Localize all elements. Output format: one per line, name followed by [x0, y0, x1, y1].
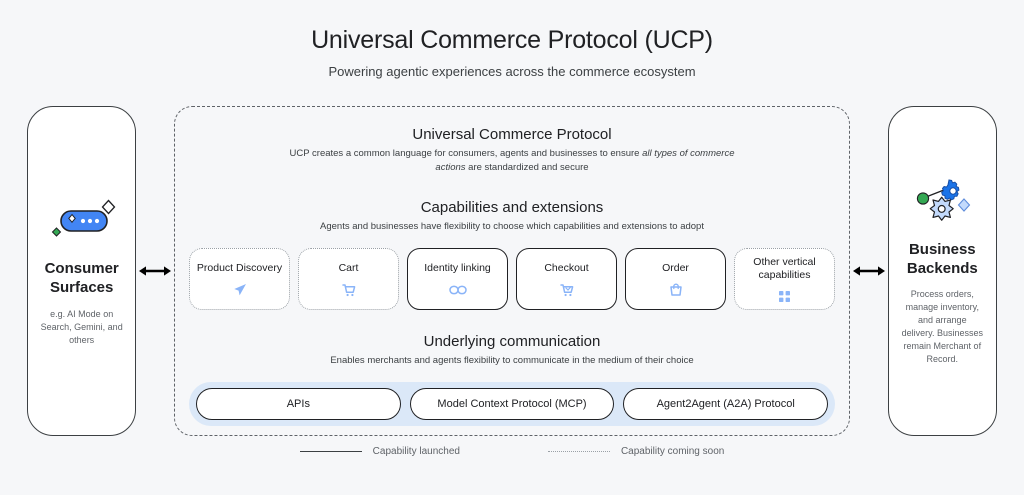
- communication-pill-apis[interactable]: APIs: [196, 387, 401, 420]
- gears-backend-icon: [909, 176, 975, 228]
- capability-card-label: Identity linking: [424, 262, 491, 275]
- capability-card-label: Other vertical capabilities: [753, 255, 816, 282]
- page-header: Universal Commerce Protocol (UCP) Poweri…: [0, 0, 1024, 79]
- checkout-cart-icon: [559, 283, 574, 297]
- shopping-cart-icon: [341, 283, 356, 297]
- protocol-title: Universal Commerce Protocol: [412, 126, 612, 143]
- capability-card-identity-linking[interactable]: Identity linking: [407, 247, 508, 311]
- business-backends-description: Process orders, manage inventory, and ar…: [901, 289, 983, 365]
- ai-sparkle-pill-icon: [47, 195, 117, 247]
- capability-card-order[interactable]: Order: [625, 247, 726, 311]
- capabilities-title: Capabilities and extensions: [420, 198, 604, 216]
- communication-subtitle: Enables merchants and agents flexibility…: [330, 355, 694, 367]
- capability-card-cart[interactable]: Cart: [298, 247, 399, 311]
- legend-solid-line-icon: [299, 451, 362, 452]
- legend-label: Capability launched: [372, 446, 460, 457]
- protocol-subtitle-part2: are standardized and secure: [465, 162, 589, 174]
- business-backends-title: Business Backends: [907, 240, 978, 278]
- diagram-columns: Consumer Surfaces e.g. AI Mode on Search…: [0, 106, 1024, 436]
- capability-card-product-discovery[interactable]: Product Discovery: [189, 247, 290, 311]
- legend-dotted-line-icon: [547, 451, 610, 452]
- protocol-subtitle-italic: all types of commerce actions: [435, 148, 735, 174]
- protocol-section: Universal Commerce Protocol UCP creates …: [277, 126, 747, 176]
- capability-card-label: Cart: [338, 262, 359, 275]
- communication-section: Underlying communication Enables merchan…: [330, 333, 693, 368]
- capability-card-list: Product Discovery Cart: [189, 247, 835, 311]
- legend-item-coming-soon: Capability coming soon: [547, 446, 725, 457]
- page-title: Universal Commerce Protocol (UCP): [311, 26, 713, 54]
- communication-pill-rail: APIs Model Context Protocol (MCP) Agent2…: [189, 381, 835, 426]
- business-backends-title-line2: Backends: [906, 259, 978, 277]
- grid-squares-icon: [778, 289, 791, 303]
- consumer-surfaces-description: e.g. AI Mode on Search, Gemini, and othe…: [40, 308, 123, 345]
- protocol-subtitle: UCP creates a common language for consum…: [277, 147, 747, 176]
- send-paper-plane-icon: [233, 283, 247, 297]
- protocol-subtitle-part1: UCP creates a common language for consum…: [289, 148, 643, 159]
- legend-label: Capability coming soon: [620, 446, 725, 457]
- capability-card-label: Checkout: [544, 262, 589, 275]
- shopping-bag-icon: [669, 283, 683, 297]
- capability-card-checkout[interactable]: Checkout: [516, 247, 617, 311]
- communication-pill-mcp[interactable]: Model Context Protocol (MCP): [409, 387, 615, 420]
- capability-card-label: Order: [662, 262, 689, 275]
- consumer-surfaces-title-line2: Surfaces: [50, 279, 114, 297]
- right-double-arrow-icon: [850, 262, 888, 280]
- capabilities-subtitle: Agents and businesses have flexibility t…: [320, 220, 704, 232]
- legend-item-launched: Capability launched: [299, 446, 460, 457]
- page-subtitle: Powering agentic experiences across the …: [328, 64, 696, 79]
- capability-card-other-vertical[interactable]: Other vertical capabilities: [734, 247, 835, 311]
- legend: Capability launched Capability coming so…: [0, 446, 1024, 457]
- communication-title: Underlying communication: [423, 333, 601, 351]
- business-backends-panel: Business Backends Process orders, manage…: [887, 106, 997, 436]
- left-double-arrow-icon: [136, 262, 174, 280]
- consumer-surfaces-title-line1: Consumer: [44, 260, 119, 278]
- capabilities-section: Capabilities and extensions Agents and b…: [320, 199, 704, 234]
- communication-pill-a2a[interactable]: Agent2Agent (A2A) Protocol: [623, 387, 829, 420]
- ucp-center-panel: Universal Commerce Protocol UCP creates …: [174, 106, 850, 436]
- consumer-surfaces-title: Consumer Surfaces: [45, 259, 119, 297]
- consumer-surfaces-panel: Consumer Surfaces e.g. AI Mode on Search…: [27, 106, 137, 436]
- chain-link-icon: [448, 283, 467, 297]
- capability-card-label: Product Discovery: [196, 262, 283, 275]
- business-backends-title-line1: Business: [908, 240, 976, 258]
